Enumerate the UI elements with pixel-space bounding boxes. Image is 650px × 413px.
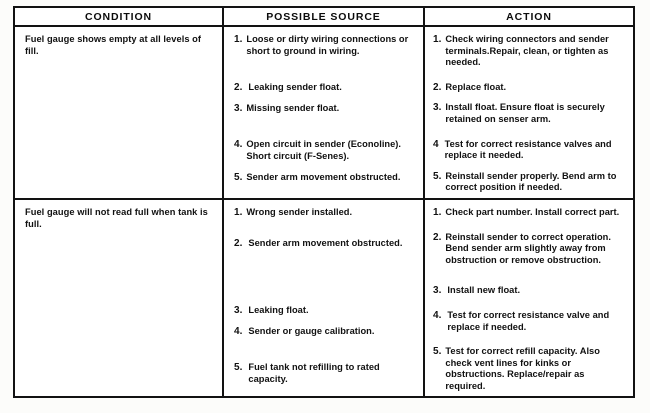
item-number: 2.	[433, 81, 442, 93]
item-text: Install new float.	[447, 285, 521, 296]
cell-action: 1. Check part number. Install correct pa…	[423, 199, 633, 397]
list-item: 3. Install float. Ensure float is secure…	[433, 102, 623, 125]
item-number: 1.	[433, 34, 442, 45]
list-item: 3. Leaking float.	[234, 305, 415, 317]
condition-text: Fuel gauge will not read full when tank …	[25, 206, 208, 229]
item-text: Test for correct refill capacity. Also c…	[445, 346, 600, 391]
action-list: 1. Check part number. Install correct pa…	[433, 207, 623, 393]
item-text: Install float. Ensure float is securely …	[445, 102, 605, 124]
list-item: 1. Check part number. Install correct pa…	[433, 207, 623, 219]
item-number: 4	[433, 138, 439, 150]
possible-source-list: 1. Wrong sender installed. 2. Sender arm…	[234, 207, 415, 386]
list-item: 2. Leaking sender float.	[234, 82, 415, 94]
list-item: 1. Wrong sender installed.	[234, 207, 415, 219]
item-text: Sender arm movement obstructed.	[248, 237, 403, 248]
item-text: Reinstall sender properly. Bend arm to c…	[445, 170, 617, 193]
list-item: 3. Missing sender float.	[234, 103, 415, 115]
list-item: 4. Open circuit in sender (Econoline). S…	[234, 139, 415, 162]
item-number: 3.	[433, 285, 442, 297]
spacer	[433, 266, 623, 285]
item-number: 1.	[234, 206, 243, 218]
item-number: 4.	[433, 309, 442, 321]
item-text: Replace float.	[445, 81, 507, 92]
spacer	[433, 219, 623, 232]
action-list: 1. Check wiring connectors and sender te…	[433, 34, 623, 194]
item-number: 2.	[234, 237, 243, 249]
spacer	[234, 163, 415, 172]
item-text: Leaking float.	[248, 305, 309, 316]
item-text: Open circuit in sender (Econoline). Shor…	[246, 139, 402, 161]
table-body: Fuel gauge shows empty at all levels of …	[15, 27, 633, 397]
item-text: Test for correct resistance valve and re…	[447, 309, 610, 332]
spacer	[433, 93, 623, 102]
item-number: 5.	[234, 362, 243, 374]
column-header-action: ACTION	[423, 8, 633, 25]
spacer	[234, 249, 415, 305]
list-item: 5. Test for correct refill capacity. Als…	[433, 346, 623, 392]
item-text: Sender arm movement obstructed.	[246, 171, 401, 182]
item-number: 1.	[234, 34, 243, 45]
item-number: 5.	[433, 346, 442, 358]
table-row: Fuel gauge shows empty at all levels of …	[15, 27, 633, 200]
list-item: 5. Fuel tank not refilling to rated capa…	[234, 362, 415, 385]
condition-text: Fuel gauge shows empty at all levels of …	[25, 34, 202, 56]
item-number: 3.	[433, 102, 442, 114]
cell-condition: Fuel gauge shows empty at all levels of …	[15, 27, 222, 198]
column-header-possible-source: POSSIBLE SOURCE	[222, 8, 423, 25]
table-header-row: CONDITION POSSIBLE SOURCE ACTION	[15, 8, 633, 27]
item-text: Missing sender float.	[246, 102, 340, 113]
list-item: 4. Sender or gauge calibration.	[234, 326, 415, 338]
item-text: Fuel tank not refilling to rated capacit…	[248, 362, 380, 384]
spacer	[234, 317, 415, 326]
spacer	[433, 162, 623, 171]
troubleshooting-table: CONDITION POSSIBLE SOURCE ACTION Fuel ga…	[13, 6, 635, 398]
item-number: 4.	[234, 139, 243, 151]
item-text: Check part number. Install correct part.	[445, 206, 620, 217]
item-number: 3.	[234, 305, 243, 317]
item-text: Check wiring connectors and sender termi…	[445, 34, 609, 68]
table-row: Fuel gauge will not read full when tank …	[15, 199, 633, 397]
item-number: 5.	[433, 170, 442, 182]
item-number: 1.	[433, 206, 442, 218]
list-item: 3. Install new float.	[433, 285, 623, 297]
list-item: 2. Replace float.	[433, 82, 623, 94]
possible-source-list: 1. Loose or dirty wiring connections or …	[234, 34, 415, 183]
item-number: 2.	[234, 82, 243, 94]
item-text: Reinstall sender to correct operation. B…	[445, 231, 611, 265]
list-item: 5. Reinstall sender properly. Bend arm t…	[433, 171, 623, 194]
item-text: Loose or dirty wiring connections or sho…	[246, 34, 409, 56]
item-number: 3.	[234, 102, 243, 114]
spacer	[234, 337, 415, 362]
spacer	[234, 57, 415, 82]
item-number: 2.	[433, 231, 442, 243]
spacer	[433, 126, 623, 139]
item-number: 4.	[234, 325, 243, 337]
spacer	[234, 94, 415, 103]
list-item: 1. Loose or dirty wiring connections or …	[234, 34, 415, 57]
list-item: 2. Reinstall sender to correct operation…	[433, 232, 623, 267]
item-text: Test for correct resistance valves and r…	[444, 138, 612, 161]
spacer	[234, 219, 415, 238]
column-header-condition: CONDITION	[84, 10, 152, 23]
spacer	[433, 69, 623, 82]
spacer	[433, 333, 623, 346]
item-text: Wrong sender installed.	[246, 206, 353, 217]
list-item: 1. Check wiring connectors and sender te…	[433, 34, 623, 69]
list-item: 2. Sender arm movement obstructed.	[234, 238, 415, 250]
cell-possible-source: 1. Loose or dirty wiring connections or …	[222, 27, 423, 198]
cell-possible-source: 1. Wrong sender installed. 2. Sender arm…	[222, 199, 423, 397]
list-item: 4. Test for correct resistance valve and…	[433, 310, 623, 333]
cell-condition: Fuel gauge will not read full when tank …	[15, 200, 222, 397]
list-item: 5. Sender arm movement obstructed.	[234, 172, 415, 184]
spacer	[234, 114, 415, 139]
list-item: 4 Test for correct resistance valves and…	[433, 139, 623, 162]
spacer	[433, 297, 623, 310]
item-text: Leaking sender float.	[248, 82, 342, 93]
item-text: Sender or gauge calibration.	[248, 325, 375, 336]
item-number: 5.	[234, 171, 243, 183]
cell-action: 1. Check wiring connectors and sender te…	[423, 27, 633, 198]
